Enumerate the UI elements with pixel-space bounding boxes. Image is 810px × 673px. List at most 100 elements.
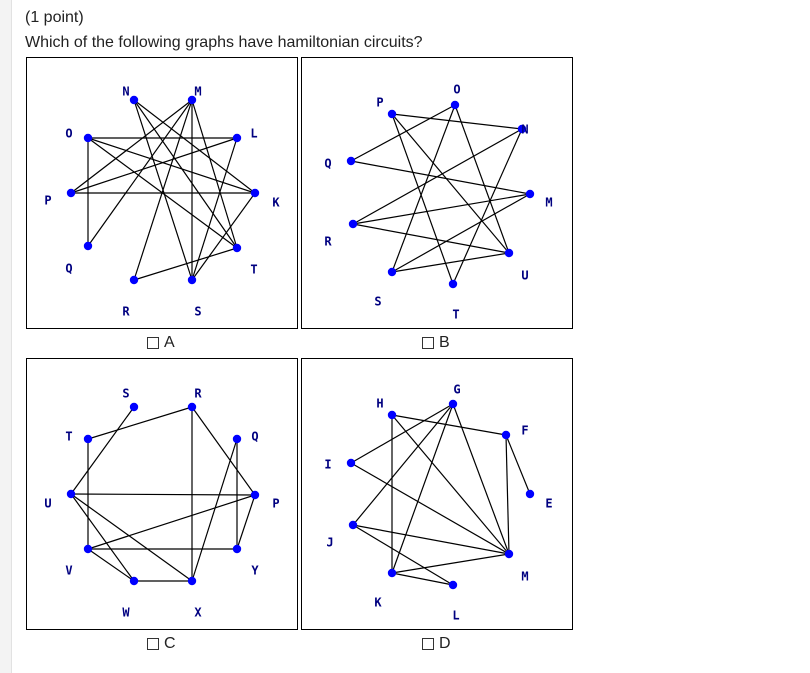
vertex-P (250, 490, 260, 500)
vertex-H (387, 410, 397, 420)
vertex-N (129, 95, 139, 105)
edge-R-P (191, 406, 256, 496)
edge-H-M (391, 414, 510, 555)
edge-R-T (133, 247, 238, 281)
edge-O-S (391, 104, 456, 273)
vertex-label-P: P (376, 96, 383, 110)
vertex-label-S: S (374, 295, 381, 309)
vertex-X (187, 576, 197, 586)
vertex-Y (232, 544, 242, 554)
edge-P-U (391, 113, 510, 254)
option-d[interactable]: D (422, 635, 451, 653)
vertex-M (504, 549, 514, 559)
option-c-checkbox[interactable] (147, 638, 159, 650)
edge-I-M (350, 462, 510, 555)
vertex-I (346, 458, 356, 468)
vertex-T (83, 434, 93, 444)
option-a[interactable]: A (147, 334, 175, 352)
edge-H-F (391, 414, 507, 436)
edge-F-M (505, 434, 510, 555)
vertex-Q (232, 434, 242, 444)
vertex-label-Q: Q (65, 262, 72, 276)
vertex-G (448, 399, 458, 409)
vertex-label-T: T (65, 430, 72, 444)
vertex-Q (346, 156, 356, 166)
vertex-label-S: S (194, 305, 201, 319)
vertex-V (83, 544, 93, 554)
edge-G-J (352, 403, 454, 526)
edge-W-V (87, 548, 135, 582)
vertex-S (129, 402, 139, 412)
edge-P-L (70, 137, 238, 194)
vertex-label-K: K (374, 596, 382, 610)
edge-N-K (133, 99, 256, 194)
edge-U-X (70, 493, 193, 582)
option-b-label: B (439, 334, 450, 351)
vertex-M (525, 189, 535, 199)
vertex-label-M: M (194, 85, 201, 99)
vertex-label-P: P (272, 497, 279, 511)
edge-W-U (70, 493, 135, 582)
edge-K-S (191, 192, 256, 281)
edge-Q-M (87, 99, 193, 247)
option-d-checkbox[interactable] (422, 638, 434, 650)
vertex-label-R: R (194, 387, 202, 401)
vertex-O (450, 100, 460, 110)
edge-J-L (352, 524, 454, 586)
vertex-label-W: W (122, 606, 130, 620)
vertex-label-Q: Q (251, 430, 258, 444)
vertex-L (232, 133, 242, 143)
edge-R-M (352, 193, 531, 225)
vertex-label-L: L (452, 609, 459, 623)
vertex-label-O: O (65, 127, 72, 141)
edge-K-M (391, 553, 510, 574)
vertex-J (348, 520, 358, 530)
option-a-checkbox[interactable] (147, 337, 159, 349)
vertex-label-S: S (122, 387, 129, 401)
vertex-label-G: G (453, 383, 460, 397)
vertex-label-R: R (122, 305, 130, 319)
vertex-F (501, 430, 511, 440)
edge-Q-X (191, 438, 238, 582)
vertex-P (66, 188, 76, 198)
vertex-U (66, 489, 76, 499)
vertex-label-T: T (250, 263, 257, 277)
points-label: (1 point) (25, 9, 84, 26)
vertex-L (448, 580, 458, 590)
edge-P-M (70, 99, 193, 194)
question-text: Which of the following graphs have hamil… (25, 34, 423, 51)
edge-Q-M (350, 160, 531, 195)
edge-R-T (87, 406, 193, 440)
vertex-label-U: U (521, 269, 528, 283)
vertex-label-M: M (521, 570, 528, 584)
vertex-label-Y: Y (251, 564, 259, 578)
edge-P-U (70, 493, 256, 496)
vertex-M (187, 95, 197, 105)
vertex-K (250, 188, 260, 198)
option-b-checkbox[interactable] (422, 337, 434, 349)
vertex-label-M: M (545, 196, 552, 210)
edge-P-T (391, 113, 454, 285)
edge-M-T (191, 99, 238, 249)
option-b[interactable]: B (422, 334, 450, 352)
vertex-label-I: I (324, 458, 331, 472)
vertex-label-U: U (44, 497, 51, 511)
edge-L-S (191, 137, 238, 281)
edge-G-M (452, 403, 510, 555)
edge-S-M (391, 193, 531, 273)
option-c-label: C (164, 635, 176, 652)
edge-P-V (87, 494, 256, 550)
edge-P-N (391, 113, 523, 130)
vertex-Q (83, 241, 93, 251)
option-d-label: D (439, 635, 451, 652)
vertex-label-H: H (376, 397, 383, 411)
vertex-label-L: L (250, 127, 257, 141)
edge-R-U (352, 223, 510, 254)
option-c[interactable]: C (147, 635, 176, 653)
vertex-T (232, 243, 242, 253)
